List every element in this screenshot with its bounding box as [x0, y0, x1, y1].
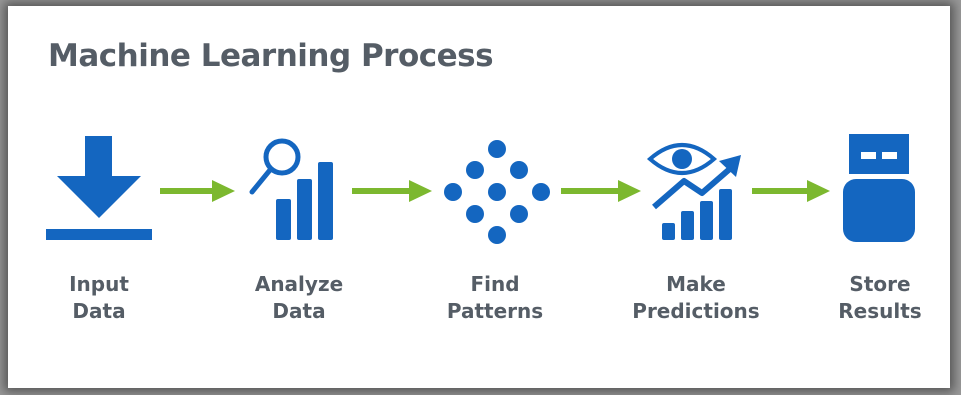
- pattern-dots-icon: [444, 140, 550, 244]
- flow-arrow: [752, 180, 830, 202]
- flow-arrow: [160, 180, 235, 202]
- step-label-input-data: Input Data: [69, 272, 129, 323]
- analyze-chart-icon: [249, 138, 333, 240]
- diagram-card: Machine Learning Process: [8, 6, 950, 388]
- step-label-analyze-data: Analyze Data: [254, 272, 344, 323]
- diagram-title: Machine Learning Process: [48, 38, 494, 74]
- step-label-store-results: Store Results: [838, 272, 922, 323]
- storage-drive-icon: [843, 134, 915, 242]
- flow-arrow: [561, 180, 641, 202]
- prediction-eye-chart-icon: [646, 143, 741, 240]
- step-label-find-patterns: Find Patterns: [446, 272, 544, 323]
- flow-arrow: [352, 180, 432, 202]
- download-icon: [46, 136, 152, 240]
- step-label-make-predictions: Make Predictions: [632, 272, 760, 323]
